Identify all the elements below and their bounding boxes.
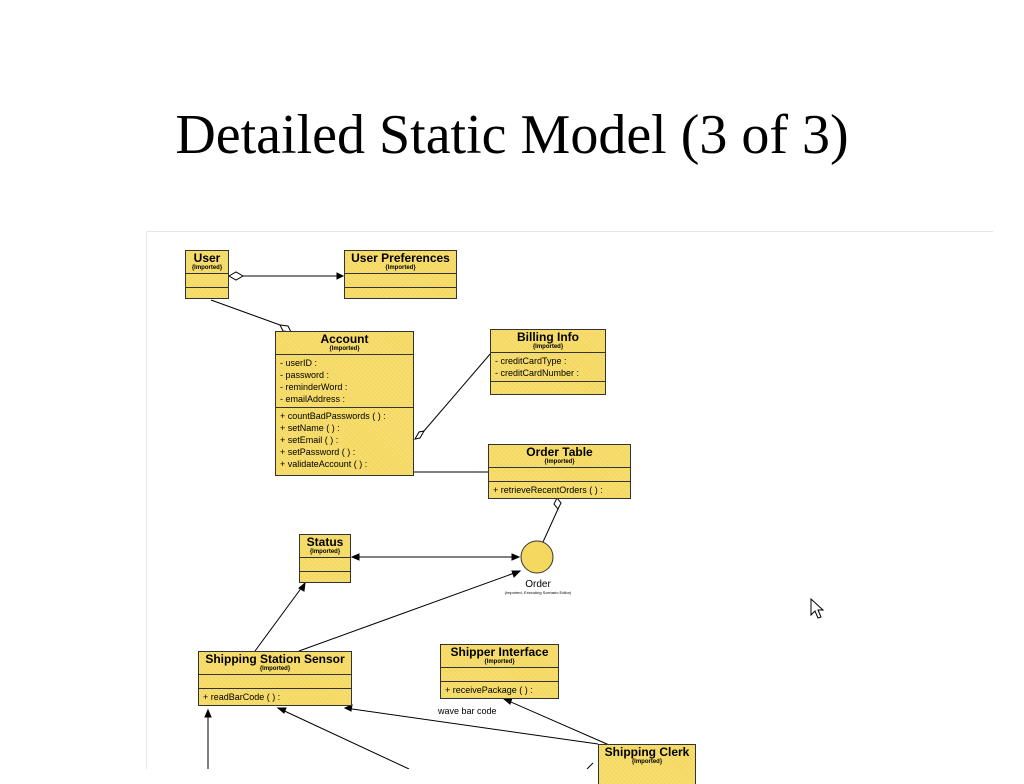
class-name: User Preferences bbox=[351, 251, 450, 265]
assoc-ordertable-order bbox=[542, 508, 559, 543]
attribute: - creditCardType : bbox=[495, 356, 567, 366]
class-stereotype: {Imported} bbox=[544, 459, 575, 465]
operations-compartment: + readBarCode ( ) : bbox=[199, 689, 351, 705]
class-name: Billing Info bbox=[517, 330, 579, 344]
uml-diagram-canvas: User {Imported} User Preferences {Import… bbox=[146, 231, 993, 784]
class-stereotype: {Imported} bbox=[329, 346, 360, 352]
class-shipping-clerk[interactable]: Shipping Clerk {Imported} bbox=[598, 744, 696, 784]
order-circle bbox=[520, 540, 554, 574]
arrowhead bbox=[204, 708, 212, 718]
slide-title: Detailed Static Model (3 of 3) bbox=[175, 104, 849, 166]
class-stereotype: (Imported, Executing Scenario Editor) bbox=[504, 590, 572, 595]
attribute: - reminderWord : bbox=[280, 382, 348, 392]
assoc-sensor-order bbox=[298, 570, 521, 652]
assoc-lower-clerk bbox=[586, 762, 594, 769]
operations-compartment: + receivePackage ( ) : bbox=[441, 682, 558, 698]
attribute: - userID : bbox=[280, 358, 318, 368]
operations-compartment: + retrieveRecentOrders ( ) : bbox=[489, 482, 630, 498]
assoc-clerk-shipperinterface bbox=[503, 698, 617, 749]
arrowhead bbox=[511, 553, 521, 561]
class-name: Order bbox=[525, 579, 551, 590]
assoc-clerk-sensor bbox=[344, 707, 599, 745]
class-billing-info[interactable]: Billing Info {Imported} - creditCardType… bbox=[490, 329, 606, 395]
class-stereotype: {Imported} bbox=[259, 666, 291, 672]
order-object-label: Order (Imported, Executing Scenario Edit… bbox=[483, 579, 593, 595]
class-order-table[interactable]: Order Table {Imported} + retrieveRecentO… bbox=[488, 444, 631, 499]
mouse-cursor-icon bbox=[810, 598, 825, 619]
class-name: Shipping Clerk bbox=[604, 745, 690, 759]
operation: + readBarCode ( ) : bbox=[203, 692, 281, 702]
assoc-sensor-status bbox=[254, 582, 306, 652]
association-lines bbox=[204, 271, 617, 769]
attribute: - password : bbox=[280, 370, 330, 380]
class-user-preferences[interactable]: User Preferences {Imported} bbox=[344, 250, 457, 299]
assoc-lower-mid bbox=[277, 707, 410, 769]
class-name: Account bbox=[320, 332, 369, 346]
attribute: - creditCardNumber : bbox=[495, 368, 580, 378]
class-account[interactable]: Account {Imported} - userID : - password… bbox=[275, 331, 414, 476]
aggregation-diamond bbox=[414, 430, 425, 440]
assoc-user-account bbox=[210, 299, 281, 326]
class-stereotype: {Imported} bbox=[309, 549, 341, 555]
arrowhead bbox=[336, 272, 345, 280]
operation: + retrieveRecentOrders ( ) : bbox=[493, 485, 603, 495]
class-name: Shipping Station Sensor bbox=[205, 652, 345, 666]
class-status[interactable]: Status {Imported} bbox=[299, 534, 351, 583]
arrowhead bbox=[511, 570, 522, 578]
class-name: Order Table bbox=[526, 445, 593, 459]
attributes-compartment: - userID : - password : - reminderWord :… bbox=[276, 355, 413, 408]
class-shipper-interface[interactable]: Shipper Interface {Imported} + receivePa… bbox=[440, 644, 559, 699]
arrowhead bbox=[276, 707, 287, 714]
operation: + receivePackage ( ) : bbox=[445, 685, 533, 695]
class-stereotype: {Imported} bbox=[191, 265, 223, 271]
operation: + validateAccount ( ) : bbox=[280, 459, 368, 469]
class-stereotype: {Imported} bbox=[385, 265, 416, 271]
class-name: Shipper Interface bbox=[450, 645, 549, 659]
attribute: - emailAddress : bbox=[280, 394, 346, 404]
class-name: Status bbox=[306, 535, 344, 549]
operations-compartment: + countBadPasswords ( ) : + setName ( ) … bbox=[276, 408, 413, 472]
class-stereotype: {Imported} bbox=[532, 344, 564, 350]
operation: + countBadPasswords ( ) : bbox=[280, 411, 386, 421]
class-user[interactable]: User {Imported} bbox=[185, 250, 229, 299]
aggregation-diamond bbox=[227, 271, 245, 281]
operation: + setEmail ( ) : bbox=[280, 435, 339, 445]
class-stereotype: {Imported} bbox=[631, 759, 663, 765]
attributes-compartment: - creditCardType : - creditCardNumber : bbox=[491, 353, 605, 382]
operation: + setName ( ) : bbox=[280, 423, 340, 433]
class-name: User bbox=[193, 251, 221, 265]
class-stereotype: {Imported} bbox=[484, 659, 515, 665]
operation: + setPassword ( ) : bbox=[280, 447, 356, 457]
class-shipping-station-sensor[interactable]: Shipping Station Sensor {Imported} + rea… bbox=[198, 651, 352, 706]
assoc-account-billinginfo bbox=[423, 352, 492, 432]
arrowhead bbox=[298, 581, 306, 592]
aggregation-diamond bbox=[553, 497, 562, 510]
arrowhead bbox=[343, 704, 353, 712]
arrowhead bbox=[350, 553, 360, 561]
association-label-wave-bar-code: wave bar code bbox=[438, 706, 497, 716]
